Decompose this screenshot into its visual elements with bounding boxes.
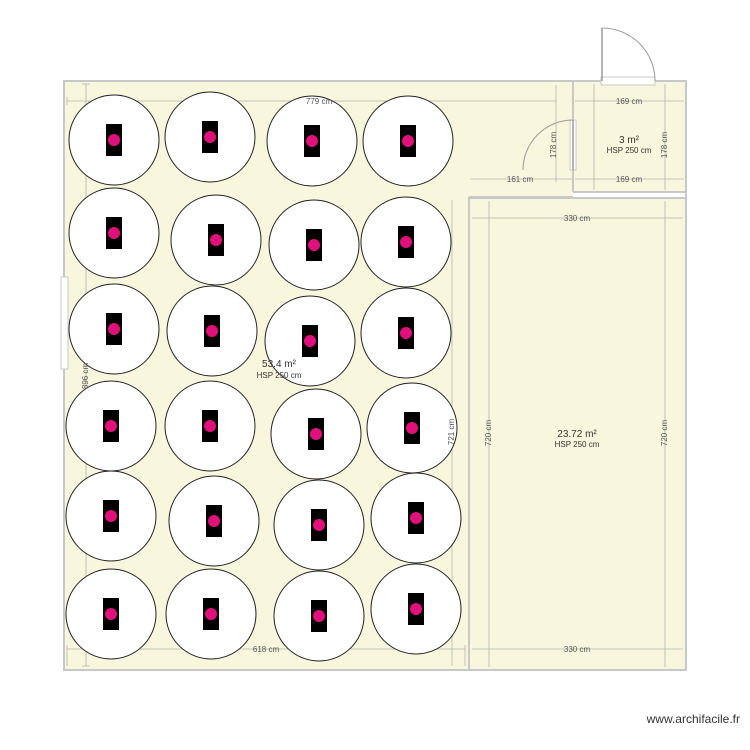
circular-fixtures	[65, 91, 462, 662]
light-fixture	[264, 295, 356, 387]
main-room-hsp: HSP 250 cm	[257, 371, 302, 380]
left-window	[60, 276, 69, 370]
light-dot	[410, 512, 422, 524]
light-dot	[313, 610, 325, 622]
dim-left-main: 896 cm	[81, 363, 90, 390]
entrance-door-swing	[601, 27, 656, 82]
light-fixture	[370, 563, 462, 655]
light-fixture	[266, 95, 358, 187]
dim-right-right: 720 cm	[660, 420, 669, 447]
light-fixture	[273, 479, 365, 571]
right-room-hsp: HSP 250 cm	[555, 440, 600, 449]
light-fixture	[270, 388, 362, 480]
light-dot	[105, 510, 117, 522]
light-fixture	[68, 187, 160, 279]
dim-small-top: 169 cm	[616, 97, 643, 106]
dim-bottom-main: 618 cm	[253, 645, 280, 654]
light-dot	[108, 134, 120, 146]
right-room-area: 23.72 m²	[557, 429, 597, 440]
dim-top-main: 779 cm	[306, 97, 333, 106]
main-room-area: 53.4 m²	[262, 359, 297, 370]
light-dot	[204, 420, 216, 432]
dim-hall: 161 cm	[507, 175, 534, 184]
light-dot	[108, 323, 120, 335]
light-fixture	[168, 475, 260, 567]
light-dot	[205, 608, 217, 620]
light-dot	[304, 335, 316, 347]
dim-right-top: 330 cm	[564, 214, 591, 223]
dim-small-bottom: 169 cm	[616, 175, 643, 184]
light-fixture	[170, 194, 262, 286]
right-room-floor	[470, 198, 685, 669]
light-fixture	[268, 199, 360, 291]
small-room-hsp: HSP 250 cm	[607, 146, 652, 155]
small-room-door-swing	[522, 119, 574, 171]
small-room-area: 3 m²	[619, 135, 640, 146]
light-dot	[402, 135, 414, 147]
light-fixture	[164, 380, 256, 472]
light-dot	[406, 422, 418, 434]
light-fixture	[68, 94, 160, 186]
window-frame	[60, 276, 69, 370]
light-fixture	[273, 570, 365, 662]
light-fixture	[164, 91, 256, 183]
small-room-door	[522, 119, 577, 171]
entrance-door-opening	[600, 76, 656, 86]
light-dot	[206, 325, 218, 337]
light-dot	[105, 608, 117, 620]
light-fixture	[68, 283, 160, 375]
small-room-floor	[573, 82, 685, 192]
dim-small-left: 178 cm	[549, 132, 558, 159]
light-dot	[310, 428, 322, 440]
light-dot	[204, 131, 216, 143]
light-fixture	[65, 470, 157, 562]
light-dot	[308, 239, 320, 251]
light-dot	[306, 135, 318, 147]
light-fixture	[370, 472, 462, 564]
light-fixture	[165, 568, 257, 660]
light-dot	[313, 519, 325, 531]
light-fixture	[360, 287, 452, 379]
dim-right-left: 720 cm	[484, 420, 493, 447]
light-fixture	[65, 568, 157, 660]
light-dot	[208, 515, 220, 527]
light-dot	[400, 236, 412, 248]
outer-wall	[63, 80, 687, 671]
dimension-labels: 779 cm 618 cm 896 cm 721 cm 161 cm 169 c…	[81, 97, 669, 654]
room-labels: 53.4 m² HSP 250 cm 3 m² HSP 250 cm 23.72…	[257, 135, 652, 449]
walls	[63, 80, 687, 671]
light-dot	[108, 227, 120, 239]
light-dot	[410, 603, 422, 615]
dim-right-bottom: 330 cm	[564, 645, 591, 654]
dim-inner-right-main: 721 cm	[447, 419, 456, 446]
light-fixture	[166, 285, 258, 377]
light-fixture	[366, 382, 458, 474]
light-dot	[105, 420, 117, 432]
light-dot	[210, 234, 222, 246]
dim-small-right: 178 cm	[660, 132, 669, 159]
watermark: www.archifacile.fr	[646, 712, 740, 726]
light-fixture	[360, 196, 452, 288]
entrance-door	[600, 27, 656, 86]
light-fixture	[65, 380, 157, 472]
light-fixture	[362, 95, 454, 187]
light-dot	[400, 327, 412, 339]
doors	[522, 27, 656, 171]
